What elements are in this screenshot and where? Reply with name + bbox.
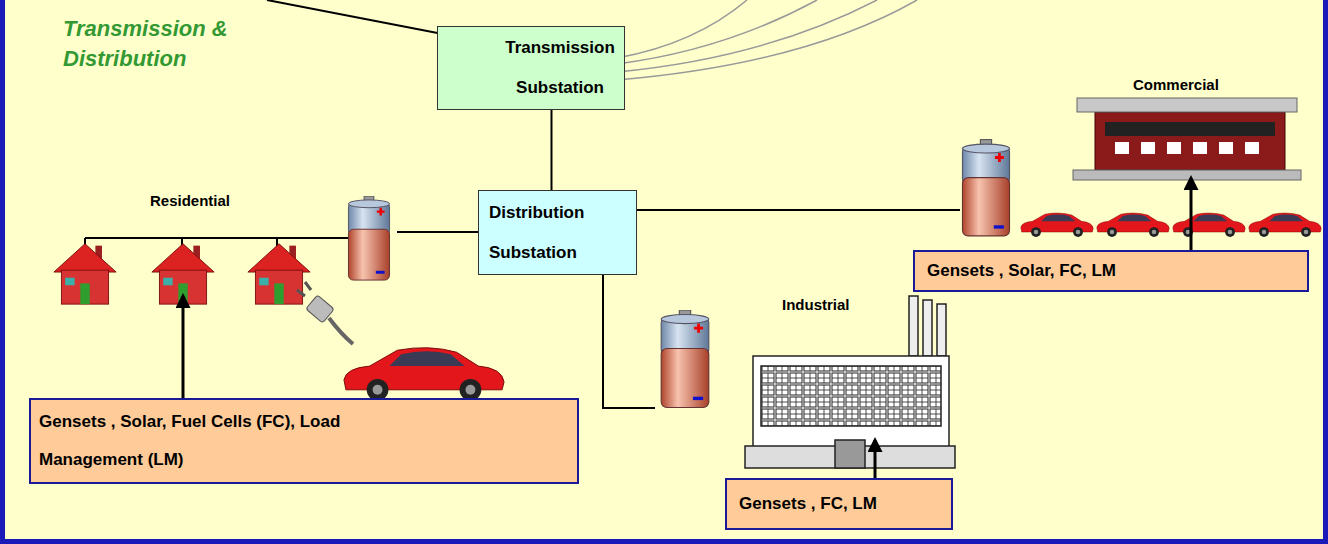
sector-label: Commercial — [1133, 76, 1219, 93]
diagram-title: Transmission & Distribution — [63, 14, 233, 74]
resource-box: Gensets , Solar, Fuel Cells (FC), Load M… — [29, 398, 579, 484]
node-text: Gensets , FC, LM — [739, 493, 877, 515]
node-text: Transmission Substation — [504, 28, 616, 108]
connector — [551, 110, 553, 190]
distribution-substation: Distribution Substation — [478, 190, 637, 275]
node-text: Gensets , Solar, Fuel Cells (FC), Load M… — [39, 403, 364, 479]
resource-box: Gensets , Solar, FC, LM — [913, 250, 1309, 292]
transmission-substation: Transmission Substation — [437, 26, 625, 110]
plug — [297, 282, 353, 344]
node-text: Gensets , Solar, FC, LM — [927, 260, 1116, 282]
resource-box: Gensets , FC, LM — [725, 478, 953, 530]
sector-label: Residential — [150, 192, 230, 209]
node-text: Distribution Substation — [489, 193, 614, 273]
sector-label: Industrial — [782, 296, 850, 313]
